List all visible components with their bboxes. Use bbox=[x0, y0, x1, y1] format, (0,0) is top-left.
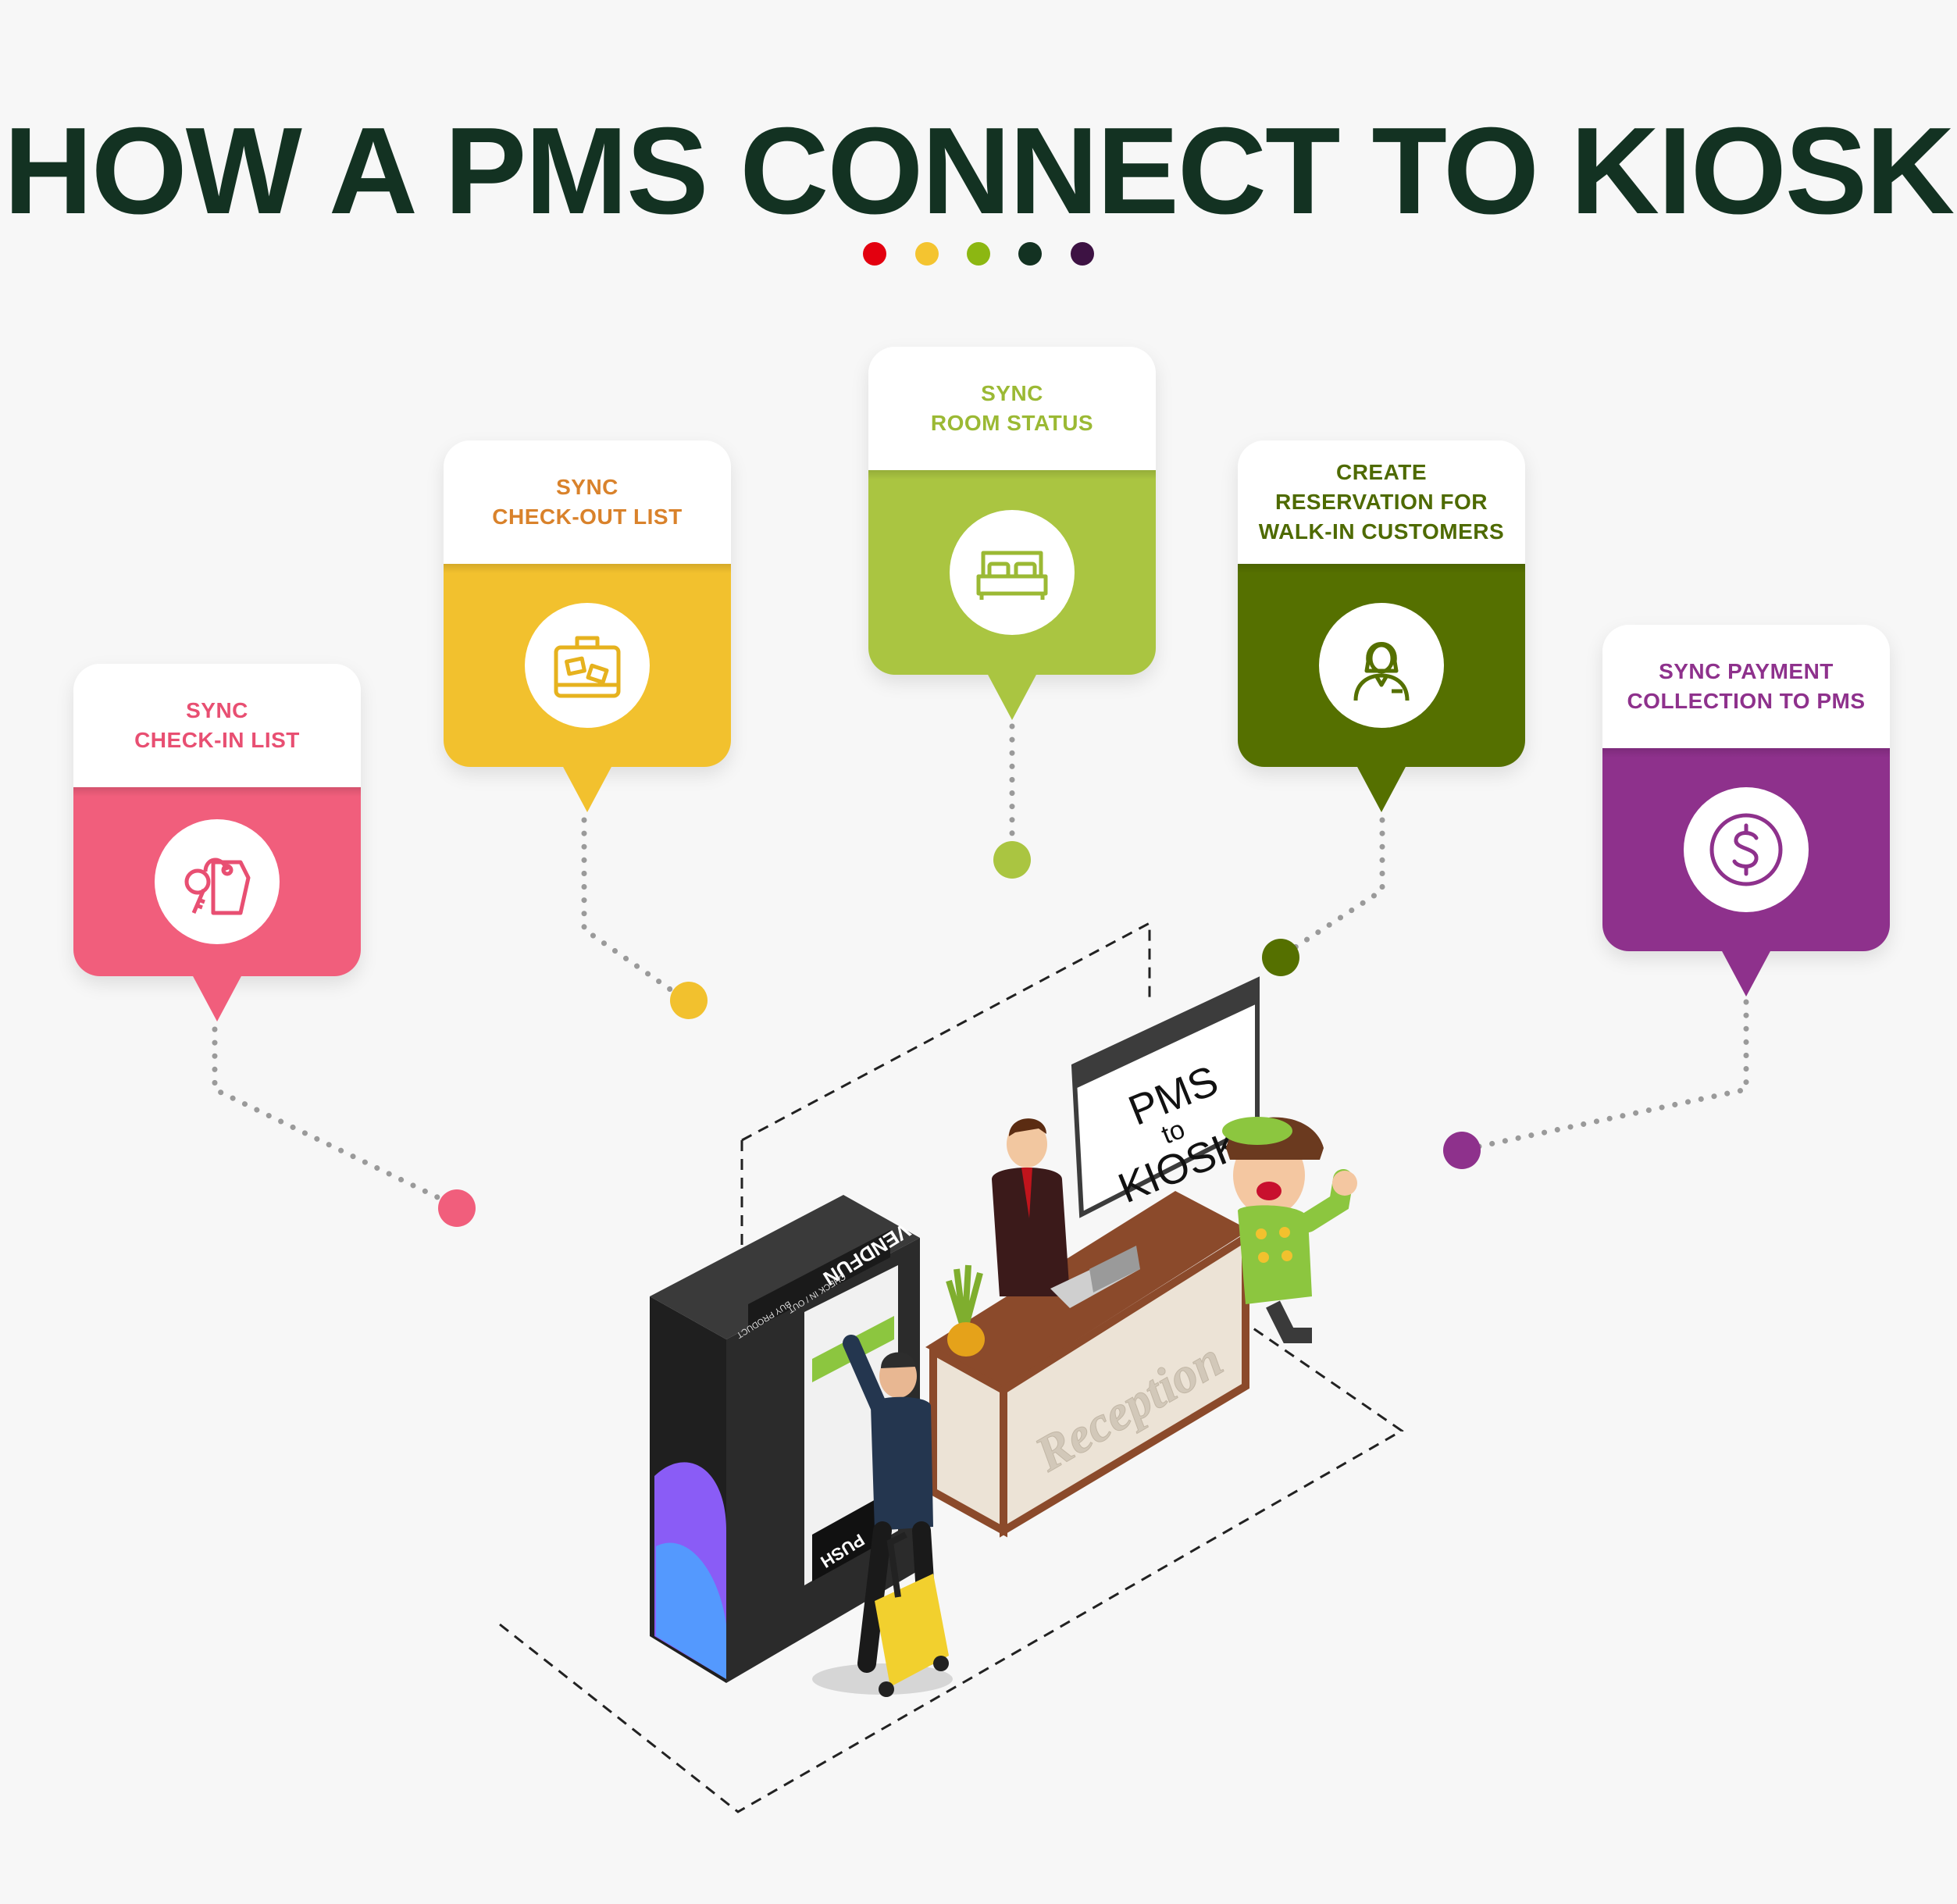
dollar-icon bbox=[1709, 813, 1783, 886]
card-pointer bbox=[192, 975, 242, 1022]
card-sync-room-status: SYNC ROOM STATUS bbox=[868, 347, 1156, 720]
card-title-line3: WALK-IN CUSTOMERS bbox=[1258, 519, 1505, 544]
connector-reservation bbox=[1278, 817, 1385, 960]
receptionist-icon bbox=[1353, 642, 1410, 701]
card-sync-checkin: SYNC CHECK-IN LIST bbox=[73, 664, 361, 1022]
card-title-line2: COLLECTION TO PMS bbox=[1627, 689, 1866, 713]
card-pointer bbox=[1356, 765, 1406, 812]
card-header: SYNC CHECK-IN LIST bbox=[73, 664, 361, 787]
receptionist-figure bbox=[992, 1118, 1070, 1296]
dot-purple bbox=[1070, 242, 1094, 266]
card-pointer bbox=[562, 765, 612, 812]
decorative-dots bbox=[0, 242, 1957, 269]
card-body bbox=[1238, 564, 1525, 767]
wall-outline bbox=[740, 921, 1151, 1312]
card-body bbox=[73, 787, 361, 976]
endpoint-checkin bbox=[438, 1189, 476, 1227]
card-header: CREATE RESERVATION FOR WALK-IN CUSTOMERS bbox=[1238, 440, 1525, 564]
card-title-line1: SYNC bbox=[556, 475, 618, 499]
plant bbox=[946, 1264, 985, 1357]
card-title-line1: CREATE bbox=[1335, 460, 1428, 484]
key-tag-icon bbox=[184, 858, 251, 915]
suitcase bbox=[875, 1531, 949, 1697]
card-body bbox=[444, 564, 731, 767]
dot-dark-green bbox=[1018, 242, 1043, 266]
card-pointer bbox=[1721, 950, 1771, 997]
dot-green bbox=[967, 242, 990, 266]
endpoint-payment bbox=[1443, 1132, 1481, 1169]
suitcase-icon bbox=[554, 636, 621, 698]
dot-yellow bbox=[914, 242, 939, 266]
dot-red bbox=[863, 242, 887, 266]
card-sync-payment: SYNC PAYMENT COLLECTION TO PMS bbox=[1602, 625, 1890, 997]
card-header: SYNC PAYMENT COLLECTION TO PMS bbox=[1602, 625, 1890, 748]
bed-icon bbox=[976, 551, 1048, 600]
card-title-line2: RESERVATION FOR bbox=[1275, 490, 1488, 514]
endpoint-room bbox=[993, 841, 1031, 879]
card-pointer bbox=[987, 673, 1037, 720]
icon-badge bbox=[1684, 787, 1809, 912]
card-title-line2: CHECK-OUT LIST bbox=[492, 505, 683, 529]
connector-payment bbox=[1461, 999, 1749, 1153]
icon-badge bbox=[950, 510, 1075, 635]
card-title-line1: SYNC PAYMENT bbox=[1659, 659, 1834, 683]
icon-badge bbox=[155, 819, 280, 944]
card-header: SYNC CHECK-OUT LIST bbox=[444, 440, 731, 564]
floor-outline bbox=[499, 1303, 1404, 1813]
card-body bbox=[868, 470, 1156, 675]
connector-checkin bbox=[212, 1026, 460, 1210]
icon-badge bbox=[1319, 603, 1444, 728]
card-title-line2: ROOM STATUS bbox=[930, 411, 1094, 435]
bellboy-figure bbox=[1222, 1117, 1357, 1343]
card-title-line1: SYNC bbox=[186, 698, 248, 722]
kiosk-push-button bbox=[812, 1496, 882, 1581]
card-title-line2: CHECK-IN LIST bbox=[134, 728, 300, 752]
endpoint-checkout bbox=[670, 982, 708, 1019]
card-body bbox=[1602, 748, 1890, 951]
card-sync-checkout: SYNC CHECK-OUT LIST bbox=[444, 440, 731, 812]
card-header: SYNC ROOM STATUS bbox=[868, 347, 1156, 470]
connector-checkout bbox=[581, 817, 690, 1004]
laptop bbox=[1050, 1246, 1140, 1308]
endpoint-reservation bbox=[1262, 939, 1299, 976]
card-title-line1: SYNC bbox=[981, 381, 1043, 405]
card-create-reservation: CREATE RESERVATION FOR WALK-IN CUSTOMERS bbox=[1238, 440, 1525, 812]
icon-badge bbox=[525, 603, 650, 728]
page-title: HOW A PMS CONNECT TO KIOSK bbox=[3, 102, 1955, 240]
